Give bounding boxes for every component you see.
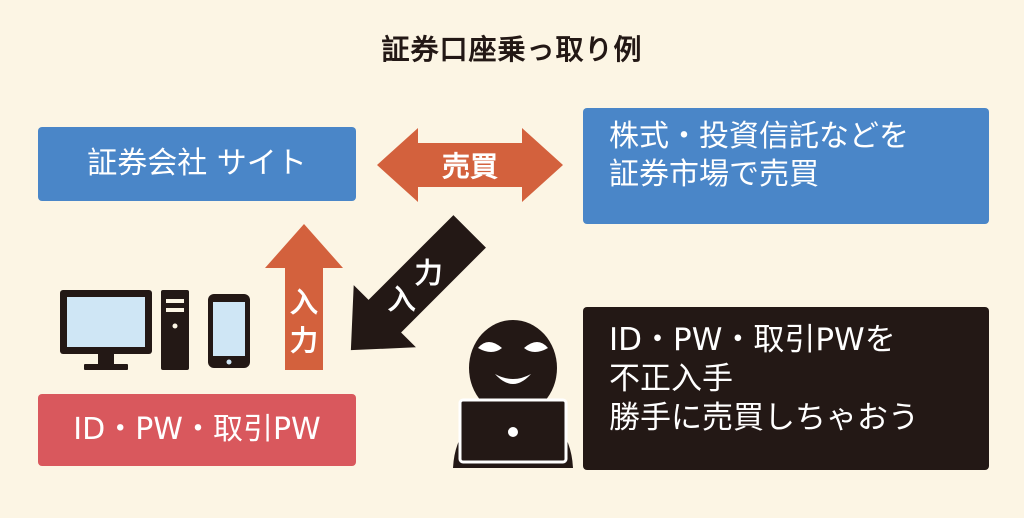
attacker-input-arrow: 入 力 [350, 215, 486, 351]
trade-double-arrow: 売買 [377, 128, 563, 202]
securities-site-label: 証券会社 サイト [87, 146, 307, 182]
user-input-label-char-1: 入 [290, 286, 318, 319]
fraud-line-3: 勝手に売買しちゃおう [609, 399, 919, 436]
market-line-1: 株式・投資信託などを [609, 119, 909, 154]
fraud-line-2: 不正入手 [609, 360, 733, 397]
user-input-arrow: 入 力 [265, 224, 343, 370]
market-trading-box: 株式・投資信託などを 証券市場で売買 [583, 108, 989, 224]
fraud-box: ID・PW・取引PWを 不正入手 勝手に売買しちゃおう [583, 307, 989, 470]
smartphone-icon [208, 294, 250, 368]
attacker-input-label-char-1: 入 [388, 283, 416, 316]
credentials-label: ID・PW・取引PW [73, 412, 321, 448]
trade-label: 売買 [442, 150, 498, 183]
market-line-2: 証券市場で売買 [609, 156, 819, 192]
attacker-input-label-char-2: 力 [415, 256, 443, 289]
desktop-tower-icon [161, 290, 189, 370]
user-input-label-char-2: 力 [290, 324, 318, 357]
fraud-line-1: ID・PW・取引PWを [609, 322, 896, 358]
diagram-title: 証券口座乗っ取り例 [381, 33, 643, 66]
securities-site-box: 証券会社 サイト [38, 127, 356, 201]
hacker-icon [453, 320, 573, 468]
monitor-icon [60, 290, 152, 370]
credentials-box: ID・PW・取引PW [38, 394, 356, 466]
